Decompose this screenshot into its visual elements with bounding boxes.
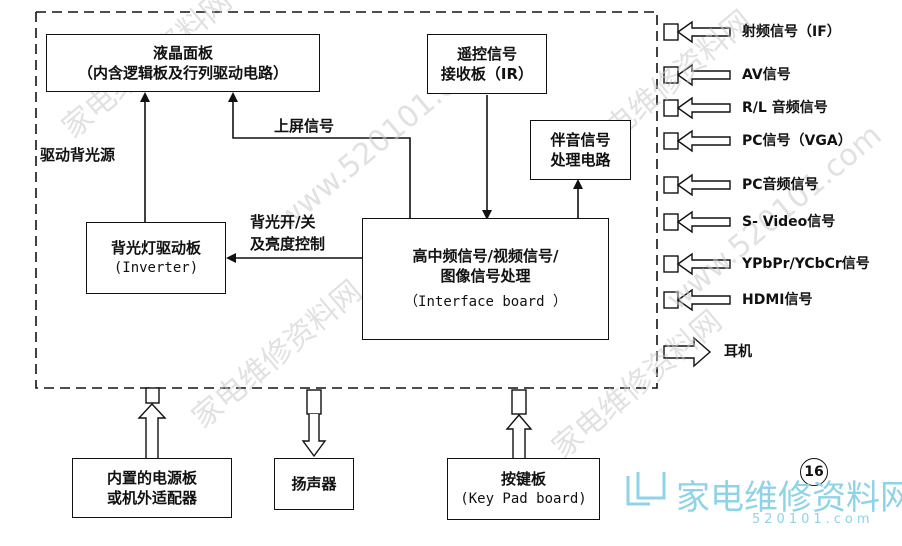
backlight-control-label-1: 背光开/关	[250, 213, 316, 231]
input-label-ypbpr: YPbPr/YCbCr信号	[742, 256, 870, 272]
power-line2: 或机外适配器	[106, 489, 197, 507]
port-rl-audio	[663, 96, 731, 120]
input-label-rl-audio: R/L 音频信号	[742, 100, 828, 116]
inverter-title: 背光灯驱动板	[110, 239, 201, 257]
lcd-panel-title: 液晶面板	[152, 44, 213, 62]
power-line1: 内置的电源板	[106, 469, 197, 487]
logo-text: 家电维修资料网	[676, 478, 902, 518]
speaker-connector	[306, 389, 322, 415]
keypad-line1: 按键板	[500, 470, 546, 488]
lcd-panel-block: 液晶面板 （内含逻辑板及行列驱动电路）	[46, 34, 320, 92]
input-label-svideo: S- Video信号	[742, 214, 836, 230]
keypad-line2: (Key Pad board)	[460, 491, 587, 507]
power-connector	[145, 387, 160, 404]
input-label-if: 射频信号（IF）	[742, 24, 841, 40]
ir-receiver-line2: 接收板（IR）	[440, 65, 534, 83]
logo-subtext: 520101.com	[752, 512, 874, 527]
arrow-speaker-down	[301, 414, 327, 458]
audio-processing-line1: 伴音信号	[550, 131, 611, 149]
speaker-block: 扬声器	[274, 458, 354, 510]
input-ports	[663, 20, 731, 368]
chassis-boundary	[35, 11, 658, 389]
input-label-vga: PC信号（VGA）	[742, 133, 852, 149]
input-label-av: AV信号	[742, 67, 791, 83]
interface-line2: 图像信号处理	[440, 267, 531, 285]
audio-processing-line2: 处理电路	[550, 151, 611, 169]
port-pc-audio	[663, 173, 731, 197]
input-label-hdmi: HDMI信号	[742, 292, 813, 308]
port-headphone	[663, 336, 712, 368]
port-hdmi	[663, 288, 731, 312]
keypad-connector	[511, 389, 527, 415]
screen-signal-label: 上屏信号	[274, 117, 335, 135]
port-ypbpr	[663, 252, 731, 276]
page-number-badge: 16	[800, 458, 828, 486]
ir-receiver-line1: 遥控信号	[456, 45, 517, 63]
speaker-label: 扬声器	[291, 475, 337, 493]
inverter-subtitle: (Inverter)	[113, 260, 199, 276]
power-block: 内置的电源板 或机外适配器	[72, 458, 232, 518]
port-vga	[663, 129, 731, 153]
arrow-interface-to-panel	[228, 92, 411, 218]
interface-line1: 高中频信号/视频信号/	[412, 247, 559, 265]
port-av	[663, 63, 731, 87]
arrow-keypad-up	[505, 413, 533, 458]
port-svideo	[663, 210, 731, 234]
backlight-control-label-2: 及亮度控制	[250, 235, 326, 253]
keypad-block: 按键板 (Key Pad board)	[447, 458, 600, 520]
logo-icon	[626, 472, 666, 506]
audio-processing-block: 伴音信号 处理电路	[530, 120, 631, 180]
arrow-power-up	[137, 402, 167, 458]
output-label-headphone: 耳机	[724, 344, 752, 360]
input-label-pc-audio: PC音频信号	[742, 177, 819, 193]
interface-line3: （Interface board ）	[404, 294, 567, 310]
interface-board-block: 高中频信号/视频信号/ 图像信号处理 （Interface board ）	[362, 218, 609, 340]
port-if	[663, 20, 731, 44]
lcd-panel-subtitle: （内含逻辑板及行列驱动电路）	[77, 64, 288, 82]
inverter-block: 背光灯驱动板 (Inverter)	[86, 222, 226, 294]
ir-receiver-block: 遥控信号 接收板（IR）	[427, 34, 547, 94]
backlight-source-label: 驱动背光源	[40, 146, 116, 164]
